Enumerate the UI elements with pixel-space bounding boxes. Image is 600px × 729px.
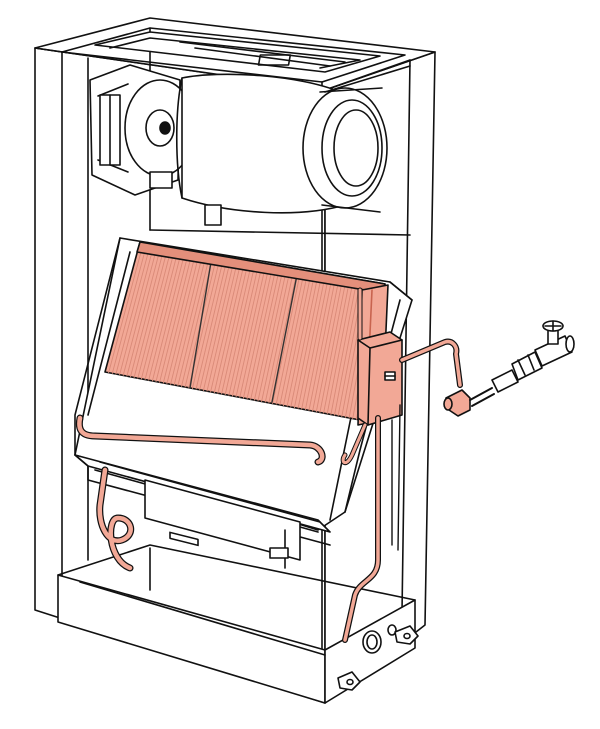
coil-fin bbox=[308, 275, 337, 411]
drain-pan bbox=[74, 454, 331, 569]
coil-fin bbox=[246, 264, 277, 400]
coil-fin bbox=[130, 245, 165, 378]
coil-fin bbox=[330, 278, 358, 415]
coil-fin bbox=[115, 243, 151, 375]
coil-fin bbox=[170, 252, 204, 385]
coil-fin bbox=[195, 256, 228, 390]
coil-fin bbox=[173, 252, 207, 386]
coil-fin bbox=[224, 261, 256, 396]
coil-fin bbox=[155, 249, 190, 383]
coil-fin bbox=[315, 276, 344, 413]
coil-fin bbox=[228, 261, 260, 396]
coil-fin bbox=[242, 264, 274, 399]
coil-fin bbox=[217, 260, 249, 394]
coil-fin bbox=[166, 251, 200, 385]
electrical-box bbox=[340, 287, 403, 466]
coil-fin bbox=[239, 263, 270, 398]
coil-fin bbox=[191, 255, 225, 389]
coil-fin bbox=[297, 273, 326, 409]
coil-fin bbox=[221, 260, 253, 395]
coil-fin bbox=[232, 262, 263, 397]
refrigerant-line bbox=[342, 338, 463, 643]
coil-fin bbox=[140, 247, 176, 380]
coil-fin bbox=[202, 257, 235, 391]
coil-fin bbox=[275, 269, 305, 405]
coil-fin bbox=[133, 246, 169, 378]
coil-fin bbox=[137, 246, 172, 379]
coil-fin bbox=[290, 272, 319, 408]
coil-fin bbox=[272, 269, 302, 404]
blower-housing bbox=[149, 65, 411, 236]
coil-fin bbox=[151, 249, 186, 382]
coil-fin bbox=[159, 250, 193, 383]
coil-fin bbox=[177, 253, 211, 387]
coil-fin bbox=[199, 257, 232, 391]
coil-fins bbox=[108, 242, 382, 420]
coil-fin bbox=[250, 265, 281, 400]
coil-fin bbox=[312, 275, 340, 412]
coil-fin bbox=[111, 242, 148, 374]
coil-fin bbox=[235, 263, 267, 398]
coil-fin bbox=[126, 245, 162, 377]
coil-fin bbox=[334, 279, 361, 416]
coil-fin bbox=[268, 268, 298, 404]
coil-fin bbox=[119, 243, 155, 376]
coil-fin bbox=[264, 267, 295, 403]
heat-exchanger-coil bbox=[104, 241, 389, 426]
coil-fin bbox=[213, 259, 246, 394]
coil-fin bbox=[319, 276, 347, 413]
coil-fin bbox=[144, 248, 179, 380]
coil-fin bbox=[301, 273, 330, 410]
coil-fin bbox=[286, 271, 316, 407]
coil-fin bbox=[253, 266, 284, 401]
condensate-drain-line bbox=[75, 414, 326, 572]
coil-fin bbox=[257, 266, 288, 402]
coil-fin bbox=[162, 251, 197, 384]
coil-fin bbox=[323, 277, 351, 414]
mounting-brackets bbox=[337, 625, 419, 691]
coil-fin bbox=[293, 272, 323, 409]
coil-fin bbox=[279, 270, 309, 406]
coil-fin bbox=[206, 258, 239, 392]
coil-fin bbox=[108, 242, 144, 374]
coil-fin bbox=[304, 274, 333, 411]
coil-fin bbox=[261, 267, 291, 402]
coil-fin bbox=[122, 244, 158, 376]
coil-fin bbox=[210, 258, 242, 393]
coil-fin bbox=[283, 270, 312, 407]
coil-fin bbox=[148, 248, 183, 381]
shutoff-valve bbox=[443, 320, 575, 417]
coil-fin bbox=[326, 278, 354, 415]
